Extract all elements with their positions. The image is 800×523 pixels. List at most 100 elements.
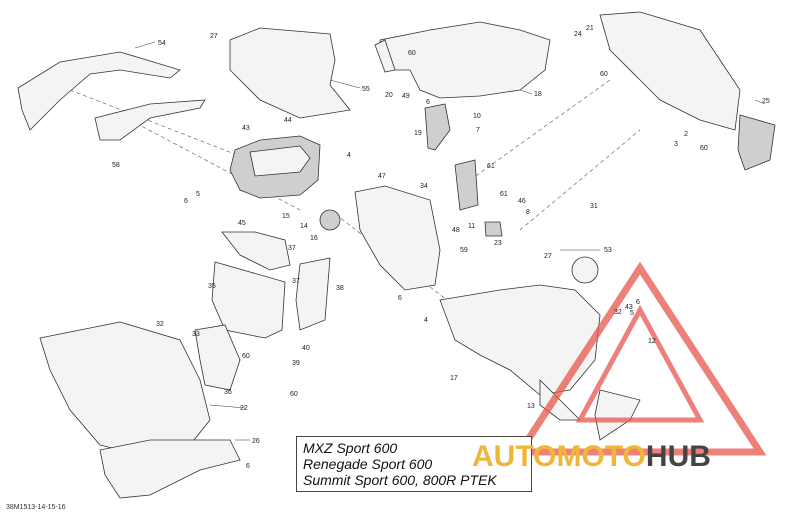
callout: 49 <box>402 93 410 100</box>
callout: 5 <box>196 191 200 198</box>
callout: 15 <box>282 213 290 220</box>
part-16-round-part <box>319 209 341 231</box>
callout: 6 <box>184 198 188 205</box>
part-35-inner-panel <box>211 261 286 339</box>
callout: 25 <box>762 98 770 105</box>
part-12-bracket <box>594 389 641 441</box>
alignment-line <box>519 129 641 231</box>
watermark-text-accent: AUTOMOTO <box>472 440 646 473</box>
callout: 27 <box>210 33 218 40</box>
callout: 40 <box>302 345 310 352</box>
part-25-side-cover <box>737 114 776 171</box>
callout: 6 <box>636 299 640 306</box>
callout: 35 <box>208 283 216 290</box>
diagram-reference-code: 38M1513-14-15-16 <box>6 504 66 511</box>
callout: 58 <box>112 162 120 169</box>
leader-line <box>519 89 533 95</box>
callout: 18 <box>534 91 542 98</box>
callout: 37 <box>292 278 300 285</box>
callout: 32 <box>614 309 622 316</box>
callout: 16 <box>310 235 318 242</box>
callout: 2 <box>684 131 688 138</box>
callout: 26 <box>252 438 260 445</box>
callout: 34 <box>420 183 428 190</box>
part-54-windshield-cap <box>17 51 181 131</box>
callout: 44 <box>284 117 292 124</box>
leader-line <box>329 79 361 89</box>
callout: 43 <box>625 304 633 311</box>
callout: 20 <box>385 92 393 99</box>
callout: 38 <box>336 285 344 292</box>
model-line: Summit Sport 600, 800R PTEK <box>303 472 497 488</box>
callout: 4 <box>424 317 428 324</box>
callout: 61 <box>500 191 508 198</box>
watermark-triangle <box>513 261 767 456</box>
callout: 3 <box>674 141 678 148</box>
callout: 37 <box>288 245 296 252</box>
part-53-ring <box>571 256 599 284</box>
callout: 27 <box>544 253 552 260</box>
part-33-lower-trim <box>194 324 241 391</box>
part-17-lower-frame <box>439 284 601 396</box>
leader-line <box>209 404 246 409</box>
part-21-right-panel <box>599 11 741 131</box>
leader-line <box>754 99 766 105</box>
callout: 6 <box>426 99 430 106</box>
callout: 11 <box>468 223 475 230</box>
callout: 17 <box>450 375 458 382</box>
callout: 6 <box>398 295 402 302</box>
callout: 61 <box>487 163 495 170</box>
part-26-bottom-trim <box>99 439 241 499</box>
callout: 48 <box>452 227 460 234</box>
part-38-side-trim <box>295 257 331 331</box>
callout: 60 <box>700 145 708 152</box>
callout: 14 <box>300 223 308 230</box>
alignment-line <box>469 79 611 181</box>
callout: 22 <box>240 405 248 412</box>
callout: 6 <box>246 463 250 470</box>
callout: 43 <box>242 125 250 132</box>
callout: 47 <box>378 173 386 180</box>
callout: 8 <box>526 209 530 216</box>
callout: 60 <box>242 353 250 360</box>
callout: 12 <box>648 338 656 345</box>
headlight-lens <box>249 145 311 177</box>
callout: 36 <box>224 389 232 396</box>
callout: 45 <box>238 220 246 227</box>
callout: 21 <box>586 25 594 32</box>
watermark-text-dark: HUB <box>645 440 711 473</box>
alignment-line <box>329 209 461 311</box>
callout-labels: 54 27 55 60 20 49 6 18 21 24 60 25 58 43… <box>112 25 770 470</box>
watermark-logo: AUTOMOTOHUB <box>472 440 711 474</box>
model-line: MXZ Sport 600 <box>303 440 398 456</box>
callout: 10 <box>473 113 481 120</box>
model-line: Renegade Sport 600 <box>303 456 433 472</box>
part-18-side-panel <box>379 21 551 99</box>
callout: 7 <box>476 127 480 134</box>
callout: 60 <box>408 50 416 57</box>
callout: 19 <box>414 130 422 137</box>
callout: 13 <box>527 403 535 410</box>
callout: 33 <box>192 331 200 338</box>
callout: 53 <box>604 247 612 254</box>
watermark-inner-triangle <box>575 304 705 423</box>
leader-line <box>134 41 156 49</box>
part-47-center-panel <box>354 185 441 291</box>
part-58-trim-panel <box>94 99 206 141</box>
part-45-bracket <box>221 231 291 271</box>
part-20-bracket <box>374 39 396 73</box>
model-applicability-box: MXZ Sport 600 Renegade Sport 600 Summit … <box>296 436 532 492</box>
callout: 55 <box>362 86 370 93</box>
callout: 24 <box>574 31 582 38</box>
callout: 59 <box>460 247 468 254</box>
callout: 4 <box>347 152 351 159</box>
part-19-deflector <box>424 103 451 151</box>
callout: 5 <box>630 310 634 317</box>
part-55-cowl-frame <box>229 27 351 119</box>
callout: 60 <box>290 391 298 398</box>
callout: 32 <box>156 321 164 328</box>
part-23-clip <box>484 221 503 237</box>
callout: 39 <box>292 360 300 367</box>
